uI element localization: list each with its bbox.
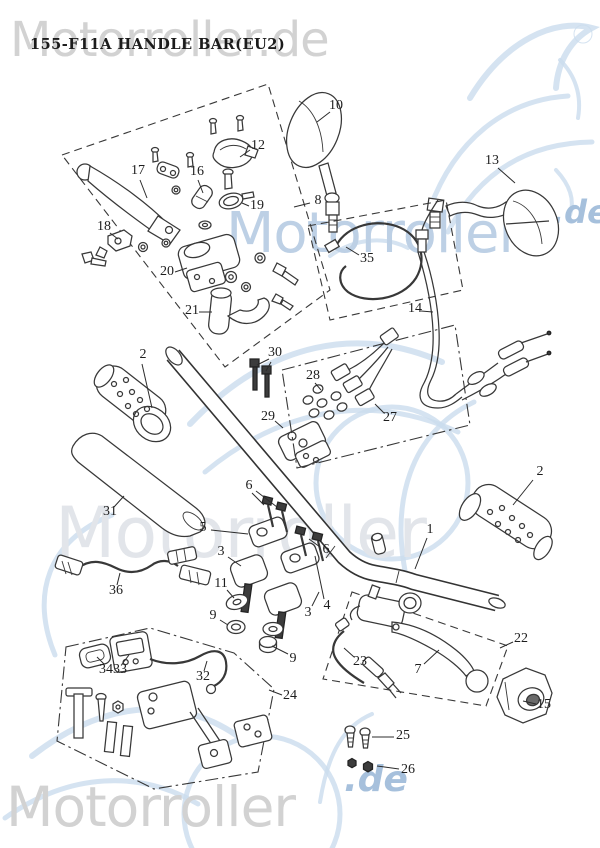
part-label-2: 2 — [139, 347, 147, 363]
watermark-top: Motorroller.de — [10, 12, 330, 68]
part-12-cover-plate — [213, 139, 258, 168]
part-label-4: 4 — [323, 598, 331, 614]
part-label-6: 6 — [322, 542, 330, 558]
part-15-bar-end-weight — [497, 668, 552, 723]
part-10-mirror-left — [276, 84, 352, 232]
page-title: 155-F11A HANDLE BAR(EU2) — [30, 36, 286, 53]
part-26-nuts — [348, 759, 373, 772]
part-36-wiring — [54, 546, 211, 585]
part-label-33: 33 — [113, 662, 127, 678]
fasteners-lever-group — [82, 116, 298, 311]
part-33-meter — [109, 631, 153, 673]
part-label-32: 32 — [196, 669, 210, 685]
part-label-14: 14 — [408, 301, 422, 317]
part-28-grommets — [302, 384, 348, 421]
part-7-clutch-lever — [392, 622, 488, 692]
part-3-lower-clamps — [229, 553, 304, 638]
part-label-5: 5 — [199, 520, 207, 536]
part-label-1: 1 — [426, 522, 434, 538]
part-label-10: 10 — [329, 98, 343, 114]
part-label-15: 15 — [537, 697, 551, 713]
part-label-18: 18 — [97, 219, 111, 235]
part-13-mirror-right — [427, 181, 568, 264]
part-18-bracket — [96, 230, 132, 258]
part-label-12: 12 — [251, 138, 265, 154]
group-box-22 — [323, 592, 508, 706]
part-24-mount-kit — [66, 680, 273, 769]
part-1-handlebar — [163, 344, 507, 610]
part-29-switch-housing — [277, 420, 332, 469]
part-label-26: 26 — [401, 762, 415, 778]
part-2-grip-left — [90, 360, 178, 449]
part-label-16: 16 — [190, 164, 204, 180]
part-14-throttle-cable — [416, 200, 551, 408]
part-label-17: 17 — [131, 163, 145, 179]
group-box-35 — [308, 200, 463, 320]
watermark-middle-brand: Motorroller — [226, 201, 521, 266]
part-2-grip-right — [455, 478, 557, 562]
part-27-wire-harness — [331, 327, 399, 406]
part-label-30: 30 — [268, 345, 282, 361]
part-31-bar-pad — [72, 433, 206, 536]
part-32-meter-cable — [150, 651, 226, 693]
part-23-clutch-cable — [333, 617, 401, 698]
watermark-bottom-domain: .de — [344, 759, 408, 800]
part-label-13: 13 — [485, 153, 499, 169]
part-21-pivot-pipe — [208, 288, 270, 335]
part-19-clamp — [217, 191, 254, 212]
part-label-19: 19 — [250, 198, 264, 214]
part-16-link-set — [156, 161, 215, 211]
group-box-8 — [62, 84, 330, 367]
part-label-7: 7 — [414, 662, 422, 678]
part-label-22: 22 — [514, 631, 528, 647]
part-9-bushings — [227, 621, 283, 653]
part-label-31: 31 — [103, 504, 117, 520]
part-label-11: 11 — [214, 576, 228, 592]
part-label-23: 23 — [353, 654, 367, 670]
part-25-screws — [345, 726, 370, 748]
part-22-lever-perch — [350, 585, 421, 629]
part-label-6: 6 — [245, 478, 253, 494]
part-label-28: 28 — [306, 368, 320, 384]
part-20-master-cylinder — [176, 233, 241, 293]
part-label-24: 24 — [283, 688, 297, 704]
part-label-27: 27 — [383, 410, 397, 426]
part-6-clamp-bolts — [262, 496, 323, 561]
part-label-9: 9 — [289, 651, 297, 667]
part-label-29: 29 — [261, 409, 275, 425]
part-label-25: 25 — [396, 728, 410, 744]
part-34-pad — [78, 643, 112, 670]
part-label-36: 36 — [109, 583, 123, 599]
part-label-2: 2 — [536, 464, 544, 480]
part-label-9: 9 — [209, 608, 217, 624]
part-11-washer — [224, 592, 249, 612]
bird-logo-middle-icon — [41, 238, 477, 658]
watermark-middle-domain: .de — [552, 193, 600, 231]
part-label-35: 35 — [360, 251, 374, 267]
group-box-27 — [282, 325, 470, 468]
part-17-brake-lever — [77, 164, 180, 244]
part-label-20: 20 — [160, 264, 174, 280]
part-label-34: 34 — [99, 662, 113, 678]
watermark-bottom-brand: Motorroller — [6, 775, 296, 839]
part-label-3: 3 — [217, 544, 225, 560]
part-35-cable-loop — [325, 223, 422, 299]
part-label-21: 21 — [185, 303, 199, 319]
part-label-3: 3 — [304, 605, 312, 621]
part-label-8: 8 — [314, 193, 322, 209]
